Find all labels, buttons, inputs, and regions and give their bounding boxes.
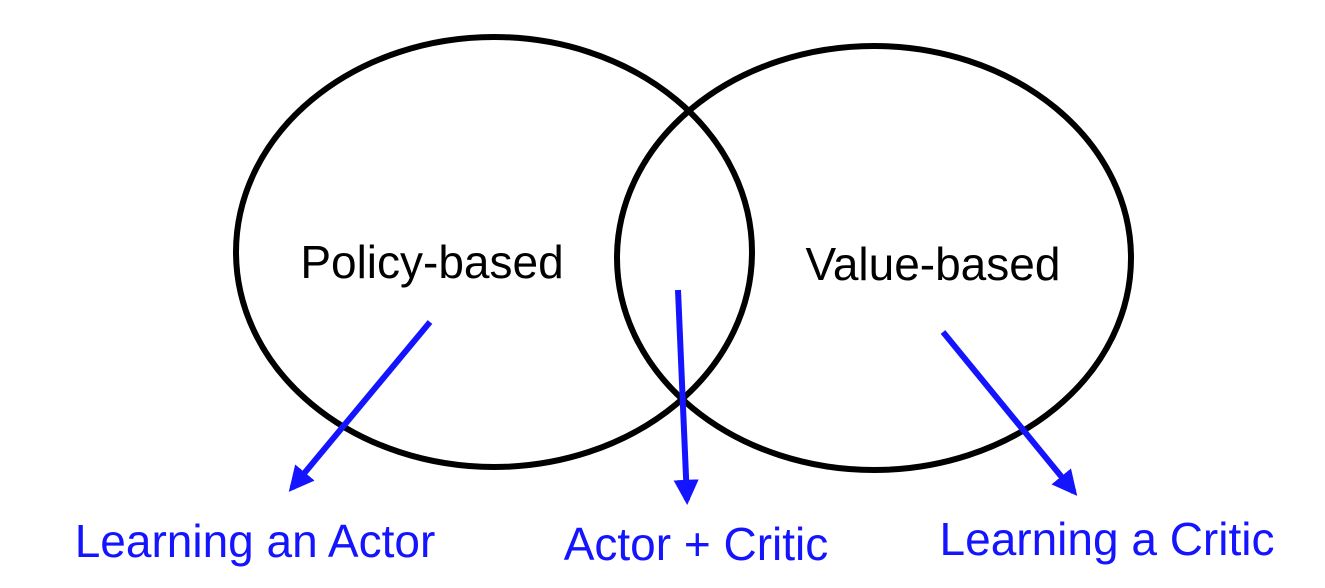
value-based-circle (614, 43, 1134, 473)
learning-a-critic-label: Learning a Critic (940, 513, 1275, 565)
policy-based-label: Policy-based (300, 236, 563, 288)
value-based-label: Value-based (806, 238, 1061, 290)
policy-based-circle (233, 34, 755, 470)
learning-an-actor-label: Learning an Actor (75, 515, 436, 567)
arrow-to-learning-an-actor (288, 320, 433, 492)
actor-plus-critic-label: Actor + Critic (564, 518, 829, 570)
arrow-to-learning-a-critic (940, 330, 1078, 496)
arrow-to-actor-plus-critic (673, 289, 699, 506)
